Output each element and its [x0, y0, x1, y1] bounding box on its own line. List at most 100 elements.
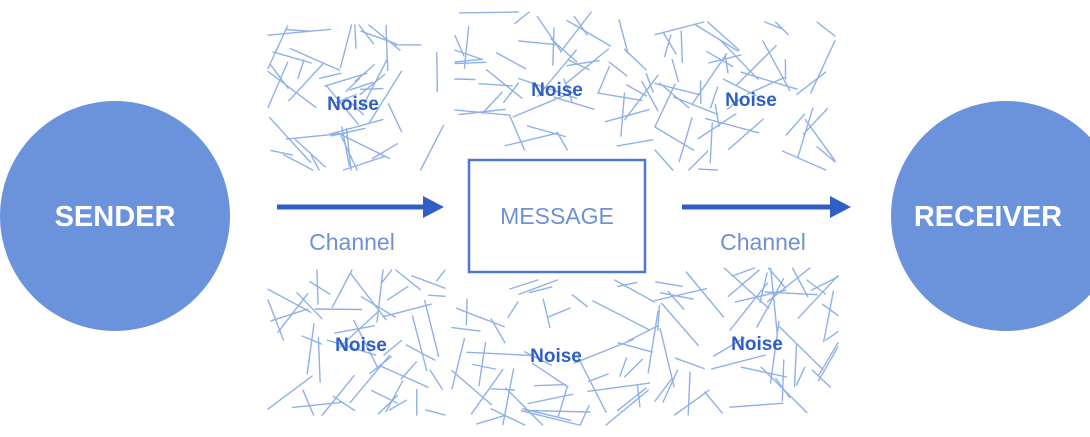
- noise-stroke: [355, 25, 356, 48]
- noise-stroke: [515, 12, 529, 23]
- noise-stroke: [665, 35, 671, 57]
- noise-label-top-right: Noise: [725, 90, 777, 111]
- noise-stroke: [491, 389, 514, 390]
- noise-stroke: [455, 36, 464, 56]
- noise-stroke: [686, 272, 723, 317]
- noise-stroke: [780, 327, 823, 370]
- noise-stroke: [689, 151, 708, 170]
- noise-label-bottom-center: Noise: [530, 346, 582, 367]
- receiver-label: RECEIVER: [914, 201, 1062, 233]
- noise-stroke: [625, 359, 643, 376]
- noise-stroke: [656, 282, 683, 286]
- right-channel-arrow: [682, 196, 851, 218]
- noise-label-top-left: Noise: [327, 94, 379, 115]
- noise-stroke: [805, 120, 835, 161]
- noise-stroke: [663, 370, 678, 402]
- noise-stroke: [381, 366, 428, 387]
- noise-stroke: [741, 367, 786, 377]
- noise-stroke: [534, 385, 565, 386]
- noise-stroke: [567, 21, 611, 47]
- noise-stroke: [528, 126, 566, 137]
- noise-stroke: [505, 133, 558, 146]
- noise-stroke: [287, 30, 309, 31]
- noise-stroke: [729, 119, 764, 149]
- noise-stroke: [811, 41, 835, 93]
- noise-stroke: [760, 273, 767, 303]
- noise-stroke: [662, 303, 699, 345]
- noise-stroke: [732, 268, 754, 276]
- noise-stroke: [268, 26, 287, 68]
- left-channel-label: Channel: [309, 229, 395, 255]
- noise-stroke: [711, 87, 718, 108]
- noise-stroke: [730, 403, 783, 407]
- noise-stroke: [350, 355, 389, 402]
- noise-stroke: [303, 390, 314, 415]
- noise-stroke: [776, 22, 789, 35]
- noise-stroke: [413, 316, 427, 371]
- noise-stroke: [580, 406, 589, 425]
- noise-stroke: [705, 392, 722, 413]
- noise-stroke: [456, 308, 504, 326]
- noise-stroke: [819, 343, 838, 375]
- right-channel-label: Channel: [720, 229, 806, 255]
- left-channel-arrow: [277, 196, 444, 218]
- noise-stroke: [783, 151, 826, 170]
- noise-stroke: [609, 62, 627, 76]
- noise-stroke: [361, 89, 383, 90]
- noise-stroke: [320, 73, 341, 78]
- noise-stroke: [429, 295, 446, 296]
- noise-stroke: [625, 49, 647, 70]
- noise-stroke: [574, 340, 633, 364]
- noise-stroke: [479, 343, 486, 386]
- noise-stroke: [289, 63, 324, 100]
- noise-stroke: [318, 338, 320, 382]
- noise-stroke: [388, 104, 401, 132]
- noise-label-top-center: Noise: [531, 80, 583, 101]
- noise-stroke: [812, 370, 830, 387]
- noise-stroke: [817, 22, 835, 36]
- sender-label: SENDER: [55, 201, 176, 233]
- noise-stroke: [619, 20, 628, 53]
- noise-stroke: [425, 301, 439, 357]
- noise-stroke: [317, 270, 318, 304]
- noise-stroke: [519, 41, 556, 45]
- noise-stroke: [638, 386, 640, 407]
- noise-stroke: [452, 371, 492, 405]
- noise-stroke: [270, 118, 311, 163]
- noise-stroke: [491, 409, 524, 425]
- noise-stroke: [477, 416, 505, 424]
- noise-stroke: [593, 301, 649, 330]
- noise-stroke: [268, 300, 283, 340]
- noise-stroke: [360, 75, 385, 95]
- noise-stroke: [543, 299, 550, 327]
- noise-stroke: [537, 17, 560, 51]
- noise-stroke: [663, 33, 676, 55]
- sender-node: SENDER: [0, 101, 230, 331]
- noise-stroke: [332, 270, 352, 307]
- noise-stroke: [528, 394, 573, 403]
- noise-stroke: [558, 388, 567, 417]
- noise-stroke: [715, 104, 719, 126]
- noise-stroke: [712, 355, 766, 369]
- noise-stroke: [553, 28, 554, 65]
- noise-stroke: [797, 367, 805, 385]
- noise-stroke: [695, 24, 738, 51]
- noise-stroke: [268, 376, 312, 409]
- noise-stroke: [506, 388, 543, 425]
- noise-stroke: [473, 365, 496, 370]
- noise-stroke: [430, 370, 442, 389]
- noise-stroke: [807, 280, 826, 294]
- left-arrow-head: [423, 196, 444, 218]
- noise-stroke: [679, 118, 692, 162]
- noise-stroke: [617, 140, 653, 146]
- noise-stroke: [655, 22, 704, 35]
- noise-stroke: [658, 306, 660, 331]
- message-node: MESSAGE: [469, 160, 645, 272]
- noise-stroke: [510, 280, 538, 289]
- noise-stroke: [455, 50, 482, 59]
- noise-stroke: [310, 282, 330, 295]
- noise-stroke: [681, 31, 682, 62]
- noise-stroke: [372, 391, 398, 404]
